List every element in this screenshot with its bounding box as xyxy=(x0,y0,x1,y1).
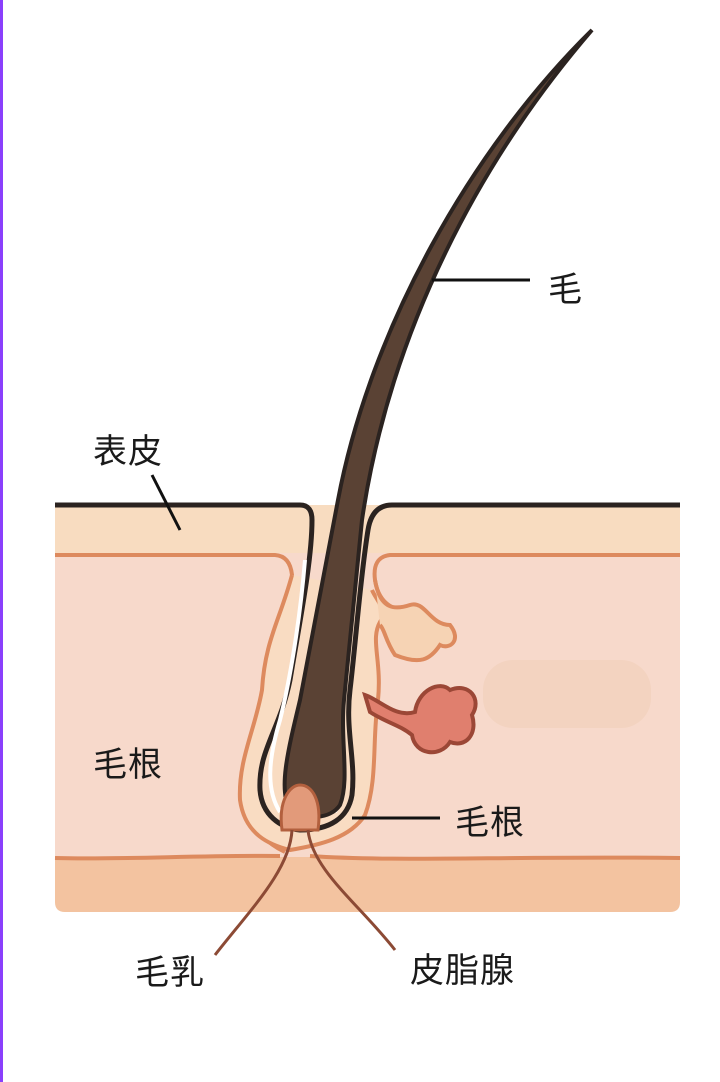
blank-label-box xyxy=(483,660,651,728)
label-epidermis: 表皮 xyxy=(93,432,163,472)
subcutis-boundary-line xyxy=(54,853,681,861)
label-sebaceous-gland: 皮脂腺 xyxy=(410,951,515,991)
sebaceous-gland xyxy=(362,684,478,755)
subcutis-layer xyxy=(55,855,680,912)
label-hair: 毛 xyxy=(548,270,583,310)
label-papilla: 毛乳 xyxy=(135,953,205,993)
upper-gland xyxy=(373,579,457,663)
dermal-papilla xyxy=(279,783,321,832)
papilla-vessels xyxy=(213,829,397,956)
label-root-right: 毛根 xyxy=(455,803,525,843)
left-edge-bar xyxy=(0,0,3,1082)
label-root-left: 毛根 xyxy=(93,745,163,785)
leader-epidermis xyxy=(150,474,182,531)
